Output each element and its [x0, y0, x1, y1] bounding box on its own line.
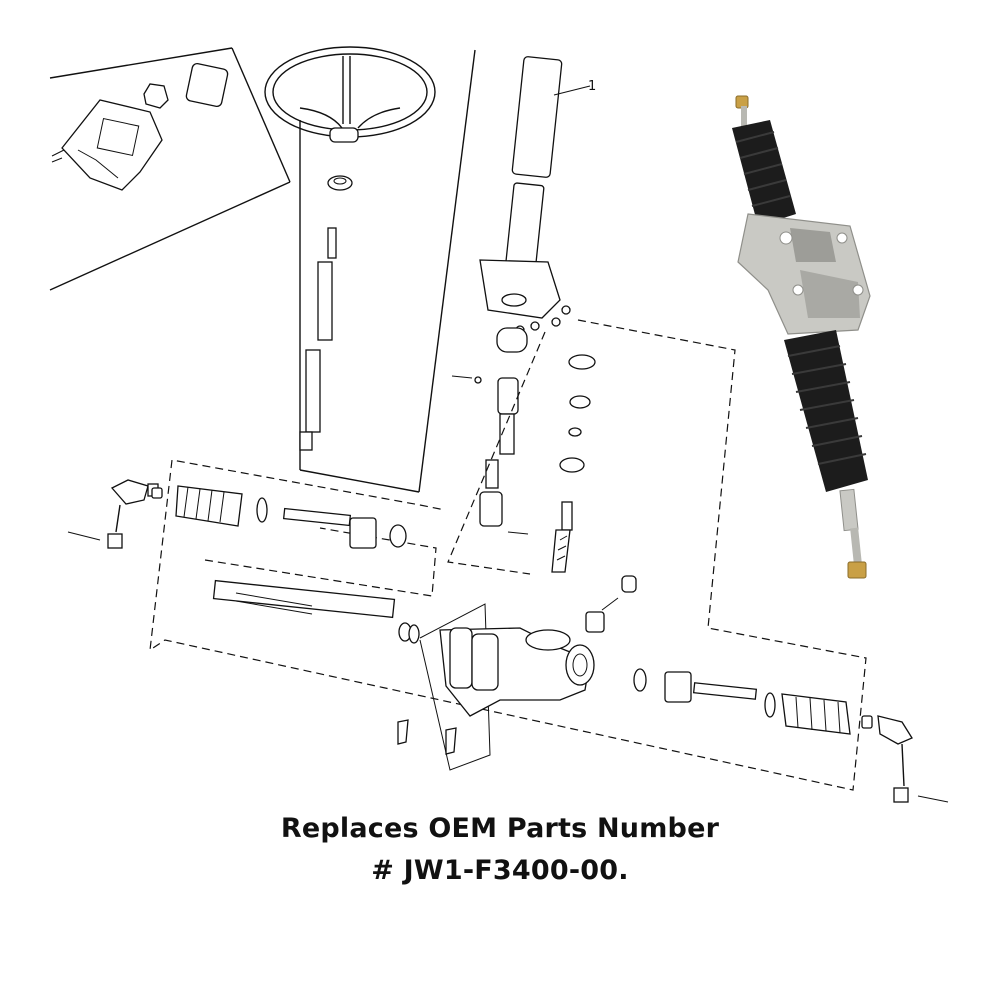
oem-part-number: # JW1-F3400-00. [371, 855, 629, 886]
oem-caption-line-1: Replaces OEM Parts Number [280, 813, 720, 844]
upper-steering-shaft: 1 [451, 56, 596, 535]
steering-column-frame [299, 49, 476, 493]
dashed-group-boxes [149, 319, 867, 791]
rack-bar [212, 579, 420, 644]
steering-wheel-icon [264, 46, 436, 451]
left-tie-rod-group [67, 479, 407, 549]
dash-panel-inset [49, 47, 291, 291]
right-tie-rod-group [633, 668, 949, 803]
steering-rack-photo [732, 95, 871, 579]
rack-housing [397, 575, 637, 771]
pinion-assembly [551, 354, 596, 573]
callout-number: 1 [588, 79, 596, 94]
